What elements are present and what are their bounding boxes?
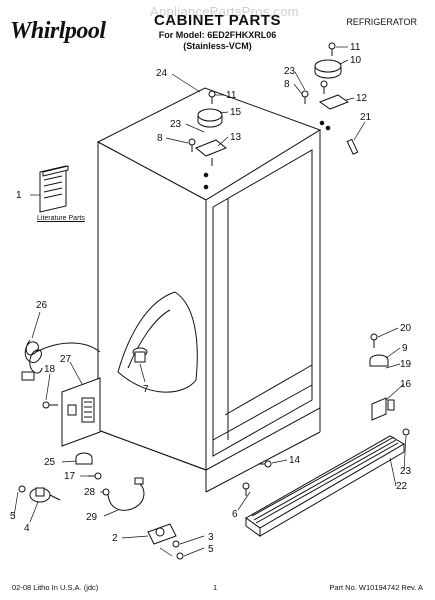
callout-25: 25 (44, 457, 56, 468)
water-tube (102, 477, 145, 511)
brand-logo: Whirlpool (10, 18, 106, 44)
callout-11-center: 11 (226, 90, 237, 101)
footer-page-number: 1 (213, 583, 218, 592)
hinge-pin-20 (370, 333, 378, 348)
screw-17 (88, 472, 102, 480)
callout-6: 6 (232, 509, 238, 520)
rear-access-cover (61, 377, 101, 447)
screw-23-lower (402, 428, 410, 436)
callout-2: 2 (112, 533, 118, 544)
callout-14: 14 (289, 455, 301, 466)
callout-4: 4 (24, 523, 30, 534)
callout-10: 10 (350, 55, 362, 66)
category-label: REFRIGERATOR (346, 17, 417, 27)
footer-part-number: Part No. W10194742 Rev. A (329, 583, 423, 592)
screw-18 (42, 401, 58, 409)
model-line: For Model: 6ED2FHKXRL06 (158, 30, 277, 40)
callout-24: 24 (156, 68, 168, 79)
literature-parts-label: Literature Parts (37, 215, 85, 222)
callout-17: 17 (64, 471, 76, 482)
leader-lines (13, 46, 407, 557)
top-hinge-right (301, 42, 359, 155)
clip-25 (75, 452, 93, 465)
callout-20: 20 (400, 323, 412, 334)
power-cord (21, 339, 101, 381)
toe-grille (245, 435, 405, 537)
callout-21: 21 (360, 112, 372, 123)
top-hinge-center (188, 90, 227, 190)
drain-fitting (132, 347, 148, 363)
variant-line: (Stainless-VCM) (183, 41, 252, 51)
callout-27: 27 (60, 354, 72, 365)
callout-23-center: 23 (170, 119, 182, 130)
callout-22: 22 (396, 481, 408, 492)
callout-18: 18 (44, 364, 56, 375)
bushing-19 (369, 354, 389, 367)
screw-14 (258, 460, 272, 468)
callout-19: 19 (400, 359, 412, 370)
literature-booklet (39, 165, 69, 213)
cabinet-shell (96, 87, 322, 493)
callout-9: 9 (402, 343, 408, 354)
callout-16: 16 (400, 379, 412, 390)
callout-13: 13 (230, 132, 242, 143)
callout-29: 29 (86, 512, 98, 523)
callout-7: 7 (143, 384, 149, 395)
callout-28: 28 (84, 487, 96, 498)
callout-5-left: 5 (10, 511, 16, 522)
callout-8-right: 8 (284, 79, 290, 90)
callout-1: 1 (16, 190, 22, 201)
callout-23-right: 23 (284, 66, 296, 77)
water-valve (18, 485, 61, 503)
callout-12: 12 (356, 93, 368, 104)
bracket-16 (371, 397, 395, 421)
page-title: CABINET PARTS (153, 12, 282, 29)
callout-8-center: 8 (157, 133, 163, 144)
callout-23-lower: 23 (400, 466, 412, 477)
callout-11-right: 11 (350, 42, 361, 53)
watermark-text: AppliancePartsPros.com (150, 4, 299, 19)
callout-numbers: 1 2 3 4 5 5 6 7 8 8 9 10 11 11 12 13 14 … (10, 42, 412, 555)
footer-litho: 02-08 Litho In U.S.A. (jdc) (12, 583, 99, 592)
screw-6 (242, 482, 250, 496)
callout-26: 26 (36, 300, 48, 311)
bottom-hinge (147, 523, 184, 560)
callout-3: 3 (208, 532, 214, 543)
callout-5-right: 5 (208, 544, 214, 555)
callout-15: 15 (230, 107, 242, 118)
